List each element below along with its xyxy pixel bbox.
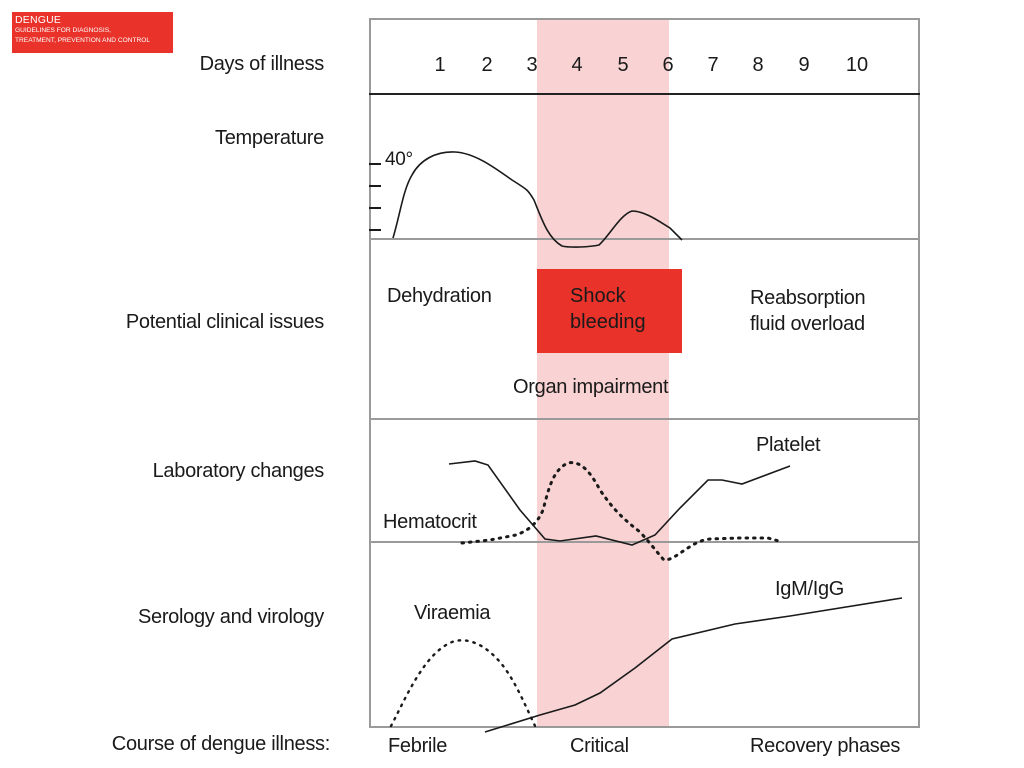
hematocrit-curve [460,461,784,562]
clinical-divider [369,418,920,420]
day-9: 9 [798,54,810,76]
guideline-badge: DENGUE GUIDELINES FOR DIAGNOSIS, TREATME… [12,12,173,53]
viraemia-label: Viraemia [414,602,491,624]
phase-critical: Critical [570,735,629,757]
day-7: 7 [707,54,719,76]
igm-igg-curve [484,597,903,733]
row-label-days: Days of illness [199,53,325,75]
viraemia-curve [389,639,538,730]
platelet-label: Platelet [756,434,821,456]
phase-recovery: Recovery phases [750,735,901,757]
day-2: 2 [481,54,493,76]
platelet-curve [448,460,791,546]
day-1: 1 [434,54,446,76]
critical-phase-band [537,19,669,727]
temperature-curve [392,151,683,248]
row-label-serology: Serology and virology [137,606,324,628]
igm-igg-label: IgM/IgG [775,578,845,600]
hematocrit-label: Hematocrit [383,511,477,533]
day-8: 8 [752,54,764,76]
day-4: 4 [571,54,583,76]
shock-bleeding-box [537,269,682,353]
row-label-lab: Laboratory changes [152,460,325,482]
dehydration-label: Dehydration [387,285,492,307]
reabsorption-label: Reabsorption fluid overload [750,287,866,335]
day-6: 6 [662,54,674,76]
badge-subtitle-line2: TREATMENT, PREVENTION AND CONTROL [15,36,151,44]
lab-divider [369,541,920,543]
shock-bleeding-label: Shock bleeding [570,285,646,333]
organ-impairment-label: Organ impairment [513,376,669,398]
temperature-divider [369,238,920,240]
row-label-clinical: Potential clinical issues [125,311,324,333]
temperature-40-label: 40° [385,149,413,170]
day-5: 5 [617,54,629,76]
day-3: 3 [526,54,538,76]
badge-subtitle-line1: GUIDELINES FOR DIAGNOSIS, [15,27,111,34]
day-10: 10 [845,54,869,76]
phase-febrile: Febrile [388,735,448,757]
badge-title: DENGUE [15,14,62,26]
diagram-frame [369,18,920,728]
row-label-course: Course of dengue illness: [111,733,331,755]
header-divider [369,93,920,95]
temperature-ticks [369,163,381,231]
row-label-temperature: Temperature [215,127,324,149]
